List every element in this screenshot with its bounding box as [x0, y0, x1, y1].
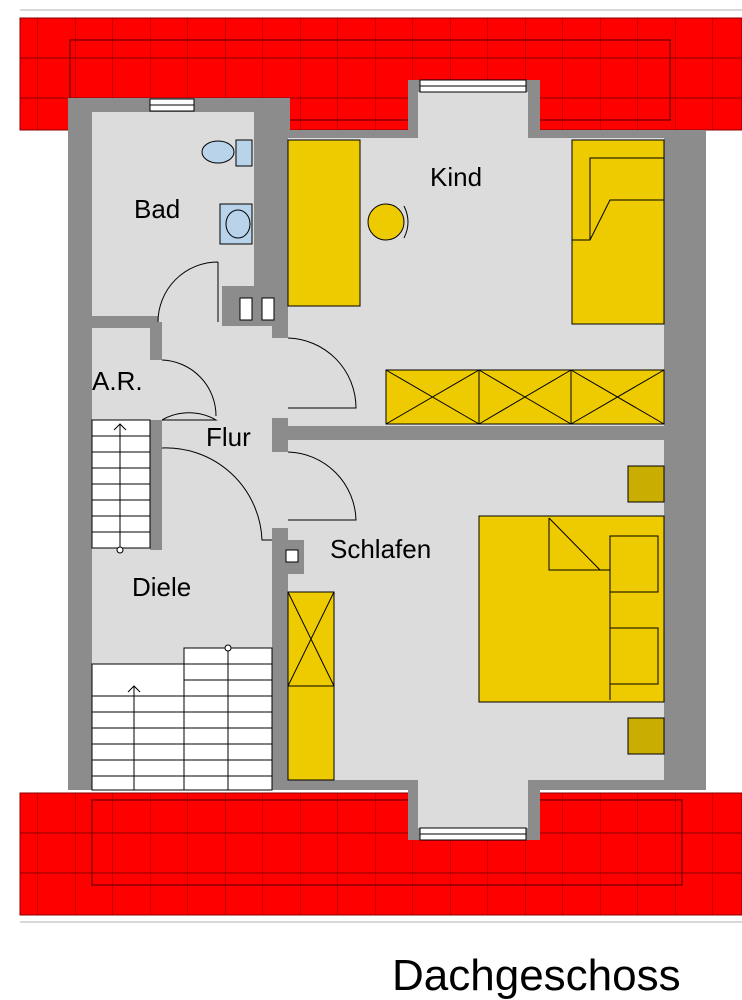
- stairs-ar: [91, 419, 151, 554]
- kind-bed: [571, 139, 665, 325]
- nightstand-bottom: [627, 717, 665, 755]
- internal-walls: [92, 112, 664, 790]
- room-label-diele: Diele: [132, 572, 191, 602]
- room-label-flur: Flur: [206, 422, 251, 452]
- room-label-schlafen: Schlafen: [330, 534, 431, 564]
- room-label-bad: Bad: [134, 194, 180, 224]
- schlafen-furniture: [287, 465, 665, 781]
- plan-title: Dachgeschoss: [392, 951, 681, 1000]
- double-bed: [478, 515, 665, 703]
- room-label-abstellraum: A.R.: [92, 366, 143, 396]
- sink-icon: [219, 203, 253, 245]
- windows: [149, 79, 527, 841]
- stairs-diele: [91, 644, 273, 791]
- roof-bottom: [19, 792, 742, 923]
- room-label-kind: Kind: [430, 162, 482, 192]
- desk: [287, 139, 361, 307]
- chimney-flues: [239, 297, 299, 563]
- doors: [157, 261, 357, 541]
- kind-furniture: [287, 139, 665, 425]
- nightstand-top: [627, 465, 665, 503]
- chair: [367, 203, 405, 241]
- toilet-icon: [201, 139, 253, 167]
